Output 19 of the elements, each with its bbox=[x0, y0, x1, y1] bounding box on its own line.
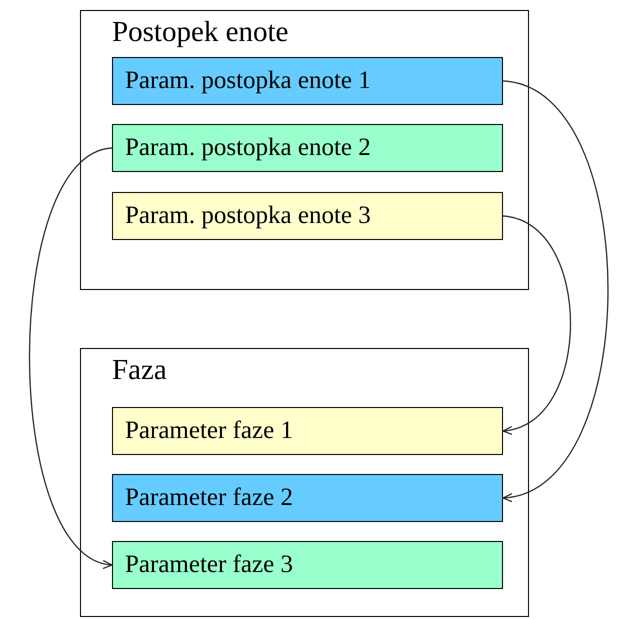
curved-arrow bbox=[502, 215, 571, 434]
parameter-label: Param. postopka enote 3 bbox=[125, 201, 371, 231]
parameter-box bbox=[112, 541, 503, 589]
parameter-label: Parameter faze 1 bbox=[125, 416, 293, 446]
group-title: Faza bbox=[112, 353, 167, 387]
parameter-box bbox=[112, 124, 503, 172]
parameter-label: Param. postopka enote 2 bbox=[125, 133, 371, 163]
curved-arrow bbox=[29, 147, 113, 566]
curved-arrow bbox=[502, 80, 608, 500]
parameter-box bbox=[112, 407, 503, 455]
group-box bbox=[80, 10, 529, 290]
parameter-box bbox=[112, 57, 503, 105]
parameter-label: Parameter faze 3 bbox=[125, 550, 293, 580]
group-title: Postopek enote bbox=[112, 15, 288, 49]
parameter-label: Param. postopka enote 1 bbox=[125, 66, 371, 96]
parameter-box bbox=[112, 474, 503, 522]
group-box bbox=[80, 348, 529, 617]
parameter-box bbox=[112, 192, 503, 240]
parameter-label: Parameter faze 2 bbox=[125, 483, 293, 513]
